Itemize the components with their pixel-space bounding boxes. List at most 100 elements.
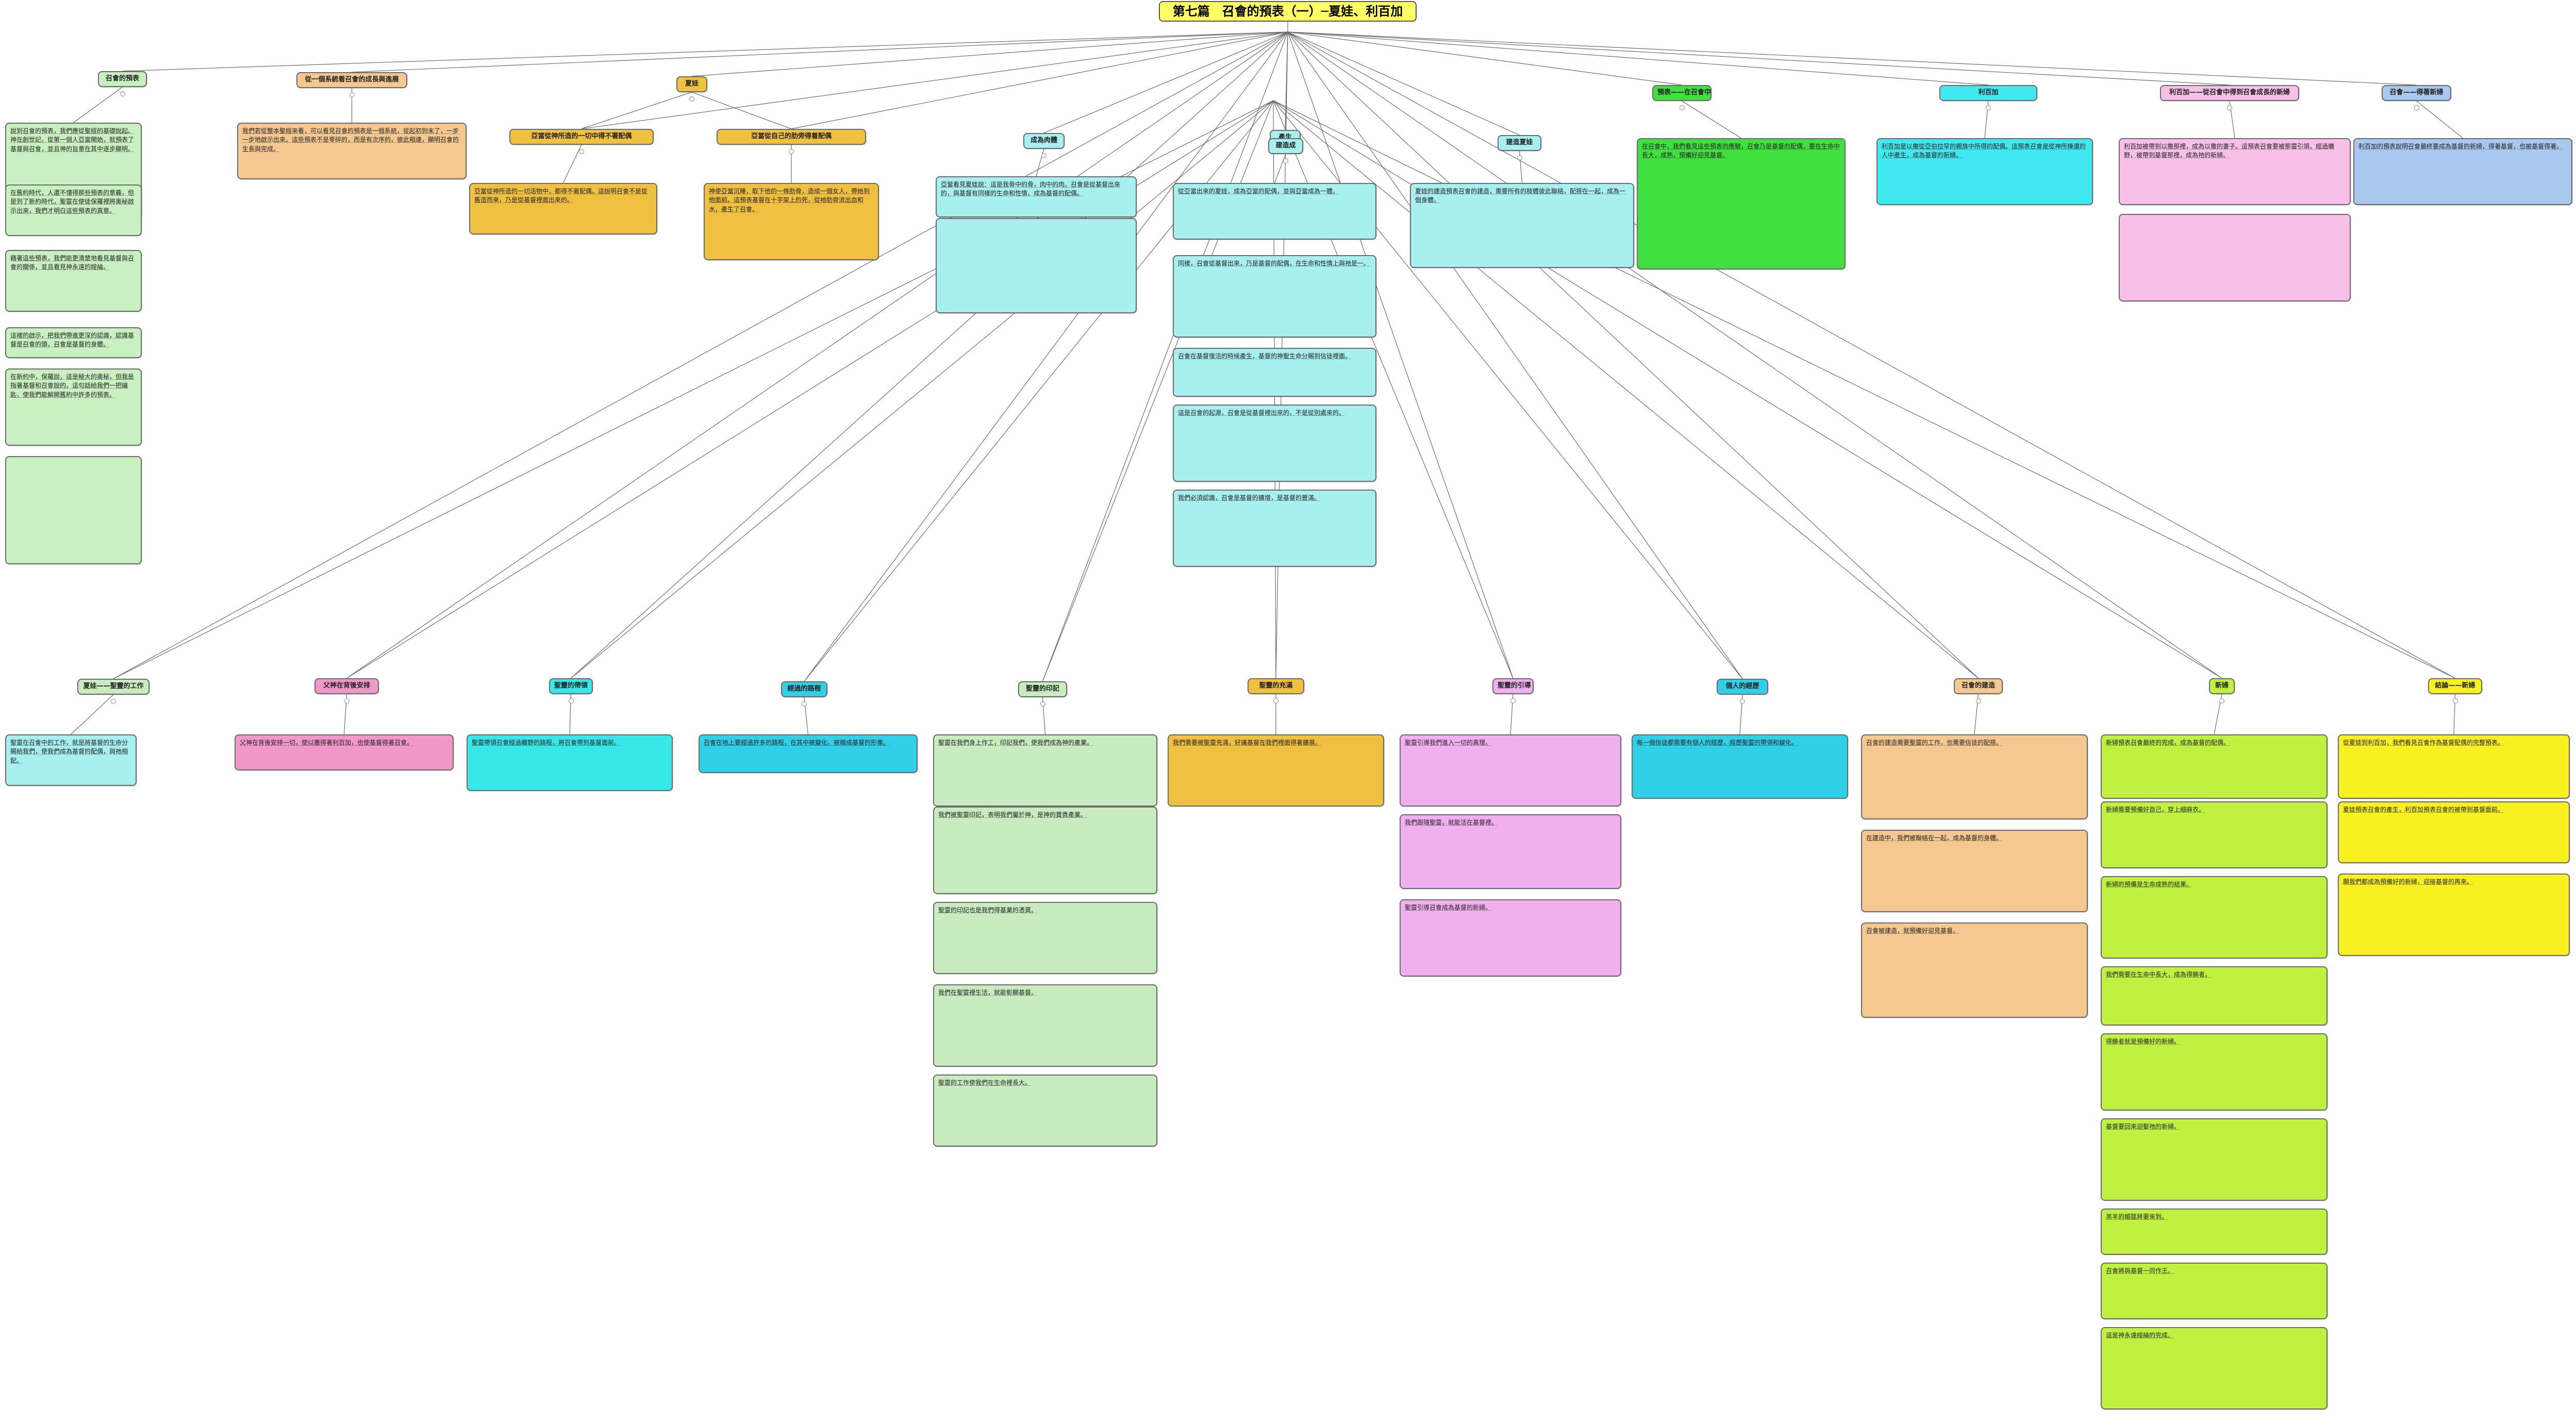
text-bride-5[interactable]: 得勝者就是預備好的新婦。 — [2101, 1033, 2328, 1111]
collapse-knob[interactable] — [1679, 105, 1685, 110]
text-typology-6[interactable] — [5, 456, 142, 564]
text-guide-1[interactable]: 聖靈引導我們進入一切的真理。 — [1400, 734, 1621, 807]
text-guide-3[interactable]: 聖靈引導召會成為基督的新婦。 — [1400, 899, 1621, 977]
text-gain-bride[interactable]: 利百加的預表說明召會最終要成為基督的新婦，得著基督，也被基督得著。 — [2353, 138, 2572, 205]
text-in-church[interactable]: 在召會中，我們看見這些預表的應驗，召會乃是基督的配偶，要在生命中長大，成熟，預備… — [1637, 138, 1846, 270]
text-seal-1[interactable]: 聖靈在我們身上作工，印記我們，使我們成為神的產業。 — [933, 734, 1157, 807]
text-conclusion-1[interactable]: 從夏娃到利百加，我們看見召會作為基督配偶的完整預表。 — [2338, 734, 2570, 799]
branch-label-in-church[interactable]: 預表——在召會中 — [1652, 85, 1711, 101]
text-bride-2[interactable]: 新婦需要預備好自己，穿上細麻衣。 — [2101, 801, 2328, 868]
lower-label-spirit-work[interactable]: 夏娃——聖靈的工作 — [77, 679, 149, 695]
lower-label-building[interactable]: 召會的建造 — [1954, 678, 2003, 694]
collapse-knob[interactable] — [1986, 105, 1991, 110]
collapse-knob[interactable] — [579, 148, 584, 154]
collapse-knob[interactable] — [2219, 698, 2224, 703]
collapse-knob[interactable] — [802, 701, 807, 707]
text-rebekah-bride-2[interactable] — [2119, 214, 2351, 301]
edge-branch-label-in-church-text-in-church — [1682, 100, 1741, 139]
branch-label-rebekah-bride[interactable]: 利百加——從召會中得到召會成長的新婦 — [2160, 85, 2299, 101]
text-seal-5[interactable]: 聖靈的工作使我們在生命裡長大。 — [933, 1075, 1157, 1147]
text-journey[interactable]: 召會在地上要經過許多的路程，在其中被變化，被模成基督的形像。 — [699, 734, 918, 773]
branch-label-no-partner[interactable]: 亞當從神所造的一切中得不著配偶 — [509, 129, 654, 145]
collapse-knob[interactable] — [568, 698, 574, 703]
text-spirit-lead[interactable]: 聖靈帶領召會經過曠野的路程，將召會帶到基督面前。 — [467, 734, 673, 791]
text-typology-3[interactable]: 藉著這些預表，我們能更清楚地看見基督與召會的關係，並且看見神永遠的經綸。 — [5, 250, 142, 312]
collapse-knob[interactable] — [2452, 698, 2458, 703]
text-spirit-work[interactable]: 聖靈在召會中的工作，就是將基督的生命分賜給我們，使我們成為基督的配偶，與祂相配。 — [5, 734, 137, 786]
text-father[interactable]: 父神在背後安排一切，使以撒得著利百加，也使基督得著召會。 — [235, 734, 454, 770]
text-building-3[interactable]: 召會被建造，就預備好迎見基督。 — [1861, 922, 2088, 1018]
branch-label-system[interactable]: 從一個系統看召會的成長與進展 — [296, 72, 407, 88]
text-bride-4[interactable]: 我們需要在生命中長大，成為得勝者。 — [2101, 966, 2328, 1026]
lower-label-personal[interactable]: 個人的經歷 — [1717, 679, 1768, 695]
collapse-knob[interactable] — [349, 92, 355, 97]
lower-label-guide[interactable]: 聖靈的引導 — [1492, 678, 1534, 694]
text-produced-1[interactable]: 從亞當出來的夏娃，成為亞當的配偶，並與亞當成為一體。 — [1173, 183, 1376, 240]
collapse-knob[interactable] — [344, 698, 350, 703]
text-typology-4[interactable]: 這樣的啟示，把我們帶進更深的認識，認識基督是召會的頭，召會是基督的身體。 — [5, 327, 142, 358]
collapse-knob[interactable] — [689, 96, 694, 102]
text-produced-4[interactable]: 這是召會的起源，召會是從基督裡出來的，不是從別處來的。 — [1173, 405, 1376, 482]
text-flesh-2[interactable] — [936, 218, 1137, 313]
branch-label-typology[interactable]: 召會的預表 — [98, 71, 147, 87]
text-seal-4[interactable]: 我們在聖靈裡生活，就能彰顯基督。 — [933, 984, 1157, 1067]
text-typology-2[interactable]: 在舊約時代，人還不懂得那些預表的意義，但是到了新約時代，聖靈在使徒保羅裡將奧秘啟… — [5, 184, 142, 236]
edge-lower-label-conclusion — [1287, 31, 2455, 679]
collapse-knob[interactable] — [1041, 153, 1046, 158]
text-guide-2[interactable]: 我們跟隨聖靈，就能活在基督裡。 — [1400, 814, 1621, 889]
lower-label-father[interactable]: 父神在背後安排 — [314, 678, 379, 694]
text-bride-1[interactable]: 新婦預表召會最終的完成，成為基督的配偶。 — [2101, 734, 2328, 799]
edge-branch-label-eve — [691, 31, 1288, 77]
branch-label-from-side[interactable]: 亞當從自己的肋旁得着配偶 — [717, 129, 866, 145]
text-flesh-1[interactable]: 亞當看見夏娃說：這是我骨中的骨，肉中的肉。召會是從基督出來的，與基督有同樣的生命… — [936, 176, 1137, 217]
lower-label-filling[interactable]: 聖靈的充滿 — [1248, 678, 1304, 694]
text-personal[interactable]: 每一個信徒都需要有個人的經歷，經歷聖靈的帶領和變化。 — [1632, 734, 1848, 799]
text-bride-9[interactable]: 這是神永遠經綸的完成。 — [2101, 1327, 2328, 1409]
branch-label-rebekah[interactable]: 利百加 — [1939, 85, 2037, 101]
text-from-side[interactable]: 神使亞當沉睡，取下他的一條肋骨，造成一個女人，帶她到他面前。這預表基督在十字架上… — [704, 183, 879, 260]
collapse-knob[interactable] — [1975, 698, 1981, 703]
text-building-2[interactable]: 在建造中，我們被聯絡在一起，成為基督的身體。 — [1861, 830, 2088, 912]
lower-label-seal[interactable]: 聖靈的印記 — [1018, 681, 1067, 697]
text-conclusion-3[interactable]: 願我們都成為預備好的新婦，迎接基督的再來。 — [2338, 874, 2570, 956]
branch-label-gain-bride[interactable]: 召會——得著新婦 — [2382, 85, 2451, 101]
collapse-knob[interactable] — [1273, 698, 1278, 703]
text-bride-7[interactable]: 羔羊的婚筵將要來到。 — [2101, 1208, 2328, 1255]
text-conclusion-2[interactable]: 夏娃預表召會的產生，利百加預表召會的被帶到基督面前。 — [2338, 801, 2570, 863]
collapse-knob[interactable] — [789, 148, 794, 154]
text-seal-3[interactable]: 聖靈的印記也是我們得基業的憑質。 — [933, 902, 1157, 974]
collapse-knob[interactable] — [1517, 155, 1522, 160]
text-bride-6[interactable]: 基督要回來迎娶祂的新婦。 — [2101, 1118, 2328, 1201]
lower-label-conclusion[interactable]: 結論——新婦 — [2428, 678, 2482, 694]
branch-label-build-eve[interactable]: 建造夏娃 — [1498, 135, 1541, 151]
collapse-knob[interactable] — [1283, 158, 1288, 163]
text-produced-2[interactable]: 同樣，召會從基督出來，乃是基督的配偶，在生命和性情上與祂是一。 — [1173, 255, 1376, 338]
text-typology-5[interactable]: 在新約中，保羅說，這是極大的奧秘，但我是指著基督和召會說的。這句話給我們一把鑰匙… — [5, 368, 142, 446]
branch-label-eve[interactable]: 夏娃 — [676, 76, 707, 92]
text-filling[interactable]: 我們需要被聖靈充滿，好讓基督在我們裡面得著擴展。 — [1168, 734, 1384, 807]
lower-label-journey[interactable]: 經過的路程 — [781, 681, 827, 697]
collapse-knob[interactable] — [2227, 105, 2232, 110]
text-system[interactable]: 我們若從整本聖經來看，可以看見召會的預表是一個系統，從起初到末了，一步一步地啟示… — [237, 123, 467, 179]
text-building-1[interactable]: 召會的建造需要聖靈的工作，也需要信徒的配搭。 — [1861, 734, 2088, 819]
text-produced-5[interactable]: 我們必須認識，召會是基督的擴增，是基督的豐滿。 — [1173, 490, 1376, 567]
collapse-knob[interactable] — [1510, 698, 1516, 703]
collapse-knob[interactable] — [120, 91, 125, 96]
branch-label-flesh[interactable]: 成為肉體 — [1023, 133, 1065, 149]
collapse-knob[interactable] — [111, 698, 116, 704]
text-build-eve[interactable]: 夏娃的建造預表召會的建造，需要所有的肢體彼此聯絡，配搭在一起，成為一個身體。 — [1410, 183, 1634, 268]
diagram-title[interactable]: 第七篇 召會的預表（一）─夏娃、利百加 — [1159, 1, 1417, 22]
text-seal-2[interactable]: 我們被聖靈印記，表明我們屬於神，是神的寶貴產業。 — [933, 807, 1157, 894]
text-bride-8[interactable]: 召會將與基督一同作王。 — [2101, 1263, 2328, 1319]
text-bride-3[interactable]: 新婦的預備是生命成熟的結果。 — [2101, 876, 2328, 959]
collapse-knob[interactable] — [1040, 701, 1045, 707]
text-rebekah-bride-1[interactable]: 利百加被帶到以撒那裡，成為以撒的妻子。這預表召會要被那靈引領，經過曠野，被帶到基… — [2119, 138, 2351, 205]
text-rebekah[interactable]: 利百加是以撒從亞伯拉罕的親族中所得的配偶。這預表召會是從神所揀選的人中產生，成為… — [1876, 138, 2093, 205]
branch-label-built[interactable]: 建造成 — [1268, 138, 1303, 154]
text-produced-3[interactable]: 召會在基督復活的時候產生，基督的神聖生命分賜到信徒裡面。 — [1173, 348, 1376, 397]
collapse-knob[interactable] — [1740, 698, 1745, 704]
collapse-knob[interactable] — [2414, 105, 2419, 110]
lower-label-bride[interactable]: 新婦 — [2209, 678, 2235, 694]
lower-label-spirit-lead[interactable]: 聖靈的帶領 — [549, 678, 593, 694]
text-no-partner[interactable]: 亞當從神所造的一切活物中，都得不著配偶。這說明召會不是從舊造而來，乃是從基督裡面… — [469, 183, 657, 234]
